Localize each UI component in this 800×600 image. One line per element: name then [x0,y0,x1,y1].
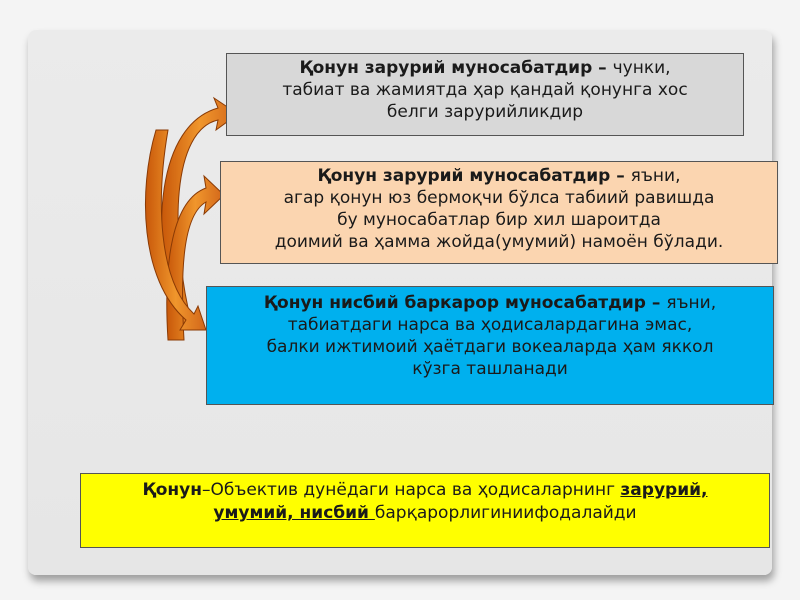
slide: Қонун зарурий муносабатдир – чунки, таби… [28,30,778,575]
box1-line-2: табиат ва жамиятда ҳар қандай қонунга хо… [282,80,688,100]
box4-term: Қонун [142,480,202,500]
definition-box-general: Қонун зарурий муносабатдир – яъни, агар … [220,161,778,264]
definition-box-necessary: Қонун зарурий муносабатдир – чунки, таби… [226,53,744,136]
box2-bold: Қонун зарурий муносабатдир – [317,166,631,186]
definition-box-relative: Қонун нисбий баркарор муносабатдир – яън… [206,286,774,405]
box3-line-2: табиатдаги нарса ва ҳодисалардагина эмас… [287,315,693,335]
box1-bold: Қонун зарурий муносабатдир – [299,58,613,78]
box2-line-1: яъни, [630,166,681,186]
box2-line-4: доимий ва ҳамма жойда(умумий) намоён бўл… [274,232,724,252]
box2-line-2: агар қонун юз бермоқчи бўлса табиий рави… [283,188,715,208]
box1-line-3: белги зарурийликдир [386,102,584,122]
box4-underline-2: умумий, нисбий [213,503,375,523]
arrow-to-box3 [145,129,207,331]
box1-line-1: чунки, [612,58,671,78]
box4-underline-1: зарурий, [620,480,708,500]
box3-line-3: балки ижтимоий ҳаётдаги вокеаларда ҳам я… [266,337,714,357]
box3-bold: Қонун нисбий баркарор муносабатдир – [263,293,667,313]
box3-line-4: кўзга ташланади [412,359,568,379]
box3-line-1: яъни, [666,293,717,313]
box4-text-2: барқарорлигиниифодалайди [374,503,637,523]
law-definition-box: Қонун–Объектив дунёдаги нарса ва ҳодисал… [80,473,770,548]
box4-text-1: –Объектив дунёдаги нарса ва ҳодисаларнин… [201,480,621,500]
box2-line-3: бу муносабатлар бир хил шароитда [337,210,661,230]
